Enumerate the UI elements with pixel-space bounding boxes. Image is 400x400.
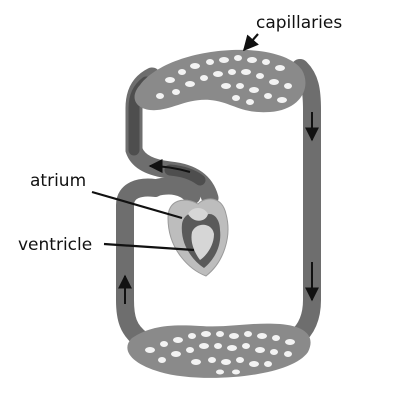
heart — [167, 198, 229, 277]
atrium-label: atrium — [30, 171, 86, 191]
ventricle-label: ventricle — [18, 235, 92, 255]
right-vessel — [287, 59, 321, 347]
lower-capillary-bed — [127, 323, 311, 378]
ventricle-pointer — [103, 242, 195, 252]
ventricle-chamber — [191, 224, 214, 260]
return-vessel — [146, 177, 201, 205]
flow-arrow-heart-vessel — [148, 159, 191, 174]
vessel-dark-section-2 — [164, 164, 206, 186]
atrium-chamber — [188, 208, 208, 221]
capillaries-pointer — [242, 33, 259, 52]
capillaries-label: capillaries — [256, 13, 342, 33]
left-vessel — [116, 178, 164, 349]
atrium-pointer — [91, 190, 183, 220]
upper-capillary-bed — [134, 49, 306, 113]
